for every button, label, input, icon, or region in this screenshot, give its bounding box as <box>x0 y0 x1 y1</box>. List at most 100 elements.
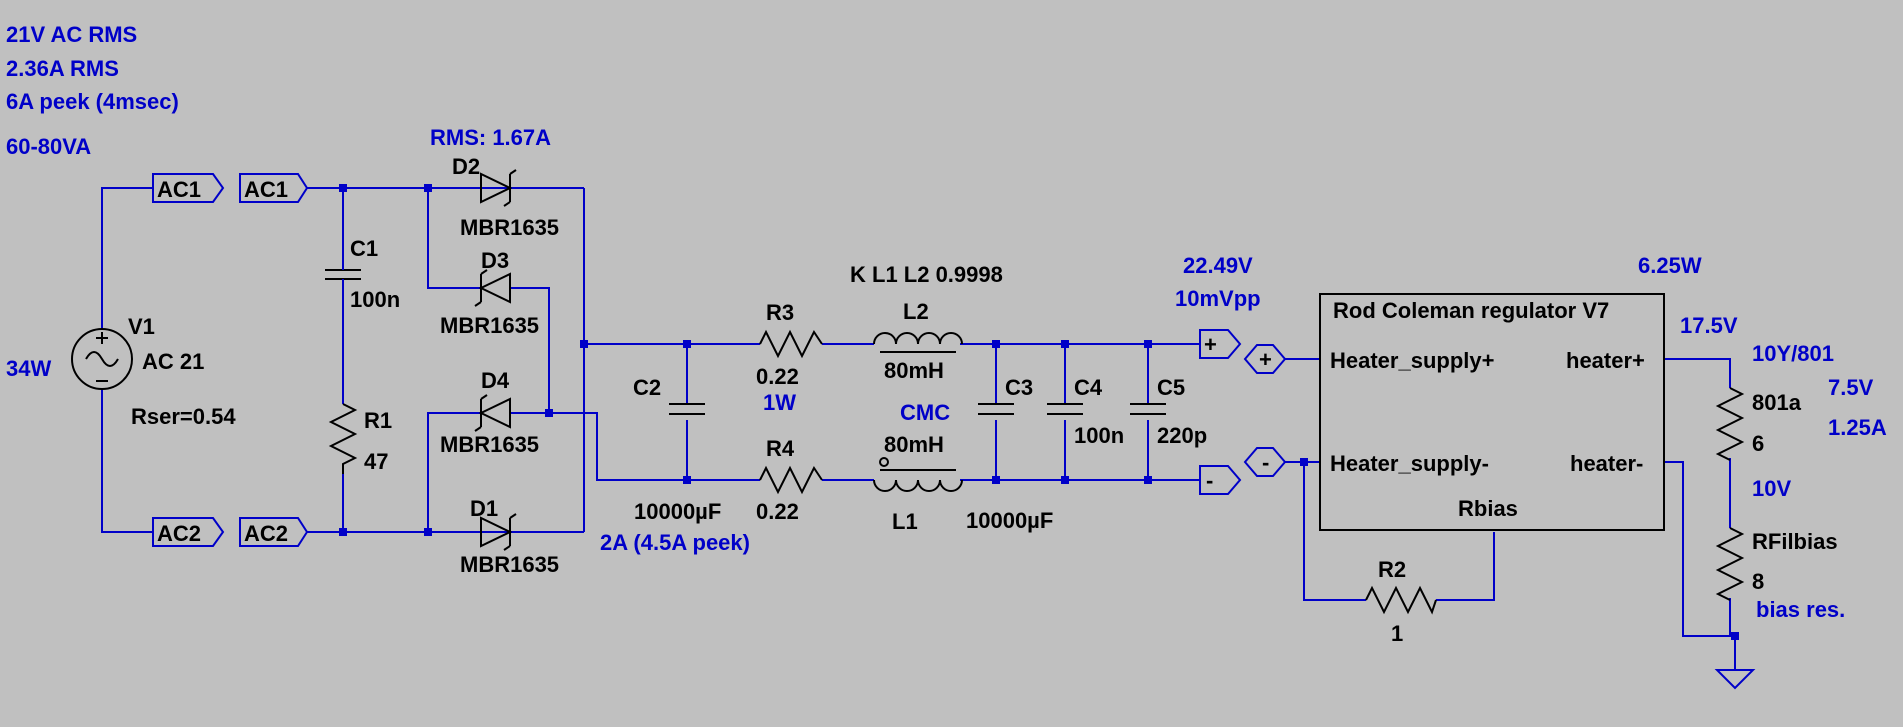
c1-name: C1 <box>350 236 378 261</box>
c5-value: 220p <box>1157 423 1207 448</box>
diode-d1 <box>480 513 517 551</box>
flag-plus-out-label: + <box>1204 332 1217 357</box>
pin-supply-minus: Heater_supply- <box>1330 451 1489 476</box>
c3-value: 10000µF <box>966 508 1053 533</box>
note-va: 60-80VA <box>6 134 91 159</box>
c1-value: 100n <box>350 287 400 312</box>
l1-value: 80mH <box>884 432 944 457</box>
resistor-rfilbias <box>1715 527 1745 601</box>
c5-name: C5 <box>1157 375 1185 400</box>
wire-r2-left <box>1303 462 1366 601</box>
flag-ac1-source <box>152 173 225 203</box>
d3-part: MBR1635 <box>440 313 539 338</box>
r3-name: R3 <box>766 300 794 325</box>
out-voltage: 22.49V <box>1183 253 1253 278</box>
wire-d3-anode <box>427 188 481 289</box>
tube-type: 10Y/801 <box>1752 341 1834 366</box>
d3-name: D3 <box>481 248 509 273</box>
pin-supply-plus: Heater_supply+ <box>1330 348 1494 373</box>
rfilbias-name: RFilbias <box>1752 529 1838 554</box>
bias-note: bias res. <box>1756 597 1845 622</box>
diode-d3 <box>474 269 511 307</box>
flag-plus-in <box>1243 344 1287 374</box>
resistor-r1 <box>328 403 358 474</box>
d4-part: MBR1635 <box>440 432 539 457</box>
resistor-filament <box>1715 387 1745 461</box>
wire-v1-bottom <box>101 388 153 533</box>
flag-minus-in-label: - <box>1262 450 1269 475</box>
c2-value: 10000µF <box>634 499 721 524</box>
flag-ac1-bridge-label: AC1 <box>244 177 288 202</box>
filament-name: 801a <box>1752 390 1802 415</box>
r4-note: 2A (4.5A peek) <box>600 530 750 555</box>
junctions <box>339 184 1739 640</box>
resistor-r3 <box>759 329 823 359</box>
regulator-box <box>1319 293 1665 531</box>
note-peak: 6A peek (4msec) <box>6 89 179 114</box>
r1-value: 47 <box>364 449 388 474</box>
flag-minus-out <box>1199 465 1242 495</box>
diode-rms-note: RMS: 1.67A <box>430 125 551 150</box>
d2-name: D2 <box>452 154 480 179</box>
regulator-title: Rod Coleman regulator V7 <box>1333 298 1609 323</box>
capacitor-c3 <box>978 403 1014 415</box>
pin-heater-minus: heater- <box>1570 451 1643 476</box>
rfilbias-value: 8 <box>1752 569 1764 594</box>
c4-name: C4 <box>1074 375 1103 400</box>
flag-ac1-source-label: AC1 <box>157 177 201 202</box>
inductor-l2 <box>873 332 963 353</box>
d1-name: D1 <box>470 496 498 521</box>
wire-heater-plus <box>1664 358 1731 388</box>
resistor-r4 <box>759 465 823 495</box>
flag-ac2-source-label: AC2 <box>157 521 201 546</box>
flag-ac2-bridge <box>239 517 309 547</box>
filament-voltage: 7.5V <box>1828 375 1874 400</box>
pin-heater-plus: heater+ <box>1566 348 1645 373</box>
flag-minus-in <box>1243 447 1287 477</box>
wire-heater-minus <box>1664 461 1735 637</box>
wire-r2-rbias <box>1436 532 1495 601</box>
coupling-note: K L1 L2 0.9998 <box>850 262 1003 287</box>
sine-icon <box>85 351 119 367</box>
diode-d4 <box>474 394 511 432</box>
r4-value: 0.22 <box>756 499 799 524</box>
r3-note: 1W <box>763 390 796 415</box>
r2-value: 1 <box>1391 621 1403 646</box>
d1-part: MBR1635 <box>460 552 559 577</box>
resistor-r2 <box>1365 585 1437 615</box>
note-current-rms: 2.36A RMS <box>6 56 119 81</box>
r1-name: R1 <box>364 408 392 433</box>
capacitor-c1 <box>325 258 361 290</box>
heater-voltage: 17.5V <box>1680 313 1738 338</box>
flag-ac2-bridge-label: AC2 <box>244 521 288 546</box>
out-ripple: 10mVpp <box>1175 286 1261 311</box>
c4-value: 100n <box>1074 423 1124 448</box>
source-value: AC 21 <box>142 349 204 374</box>
r4-name: R4 <box>766 436 795 461</box>
wires <box>101 187 1736 670</box>
d2-part: MBR1635 <box>460 215 559 240</box>
wire-minus-rail <box>510 412 760 481</box>
regulator-power: 6.25W <box>1638 253 1702 278</box>
pin-rbias: Rbias <box>1458 496 1518 521</box>
flag-minus-out-label: - <box>1206 468 1213 493</box>
wire-d3-cathode <box>510 287 550 413</box>
l2-value: 80mH <box>884 358 944 383</box>
voltage-source-v1 <box>71 328 133 390</box>
capacitor-c5 <box>1130 403 1166 415</box>
flag-plus-in-label: + <box>1259 347 1272 372</box>
source-rser: Rser=0.54 <box>131 404 236 429</box>
l2-name: L2 <box>903 299 929 324</box>
source-name: V1 <box>128 314 155 339</box>
c3-name: C3 <box>1005 375 1033 400</box>
capacitor-c2 <box>669 403 705 415</box>
flag-ac1-bridge <box>239 173 309 203</box>
bias-voltage: 10V <box>1752 476 1791 501</box>
annotations: 21V AC RMS 2.36A RMS 6A peek (4msec) 60-… <box>6 22 1887 646</box>
r3-value: 0.22 <box>756 364 799 389</box>
r2-name: R2 <box>1378 557 1406 582</box>
ground-icon <box>1714 669 1756 690</box>
cmc-note: CMC <box>900 400 950 425</box>
